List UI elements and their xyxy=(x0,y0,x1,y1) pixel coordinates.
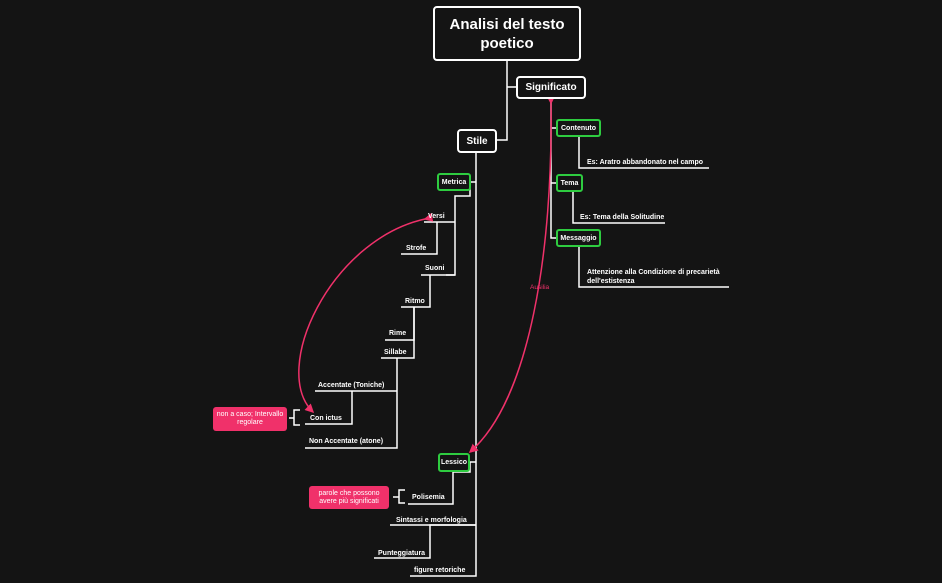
relation-ausilia-label: Ausilia xyxy=(530,284,550,291)
messaggio-label: Messaggio xyxy=(560,234,597,242)
contenuto-node[interactable]: Contenuto xyxy=(556,119,601,137)
relation-ausilia-arrow xyxy=(468,95,556,453)
suoni-item[interactable]: Suoni xyxy=(425,265,445,272)
tema-detail[interactable]: Es: Tema della Solitudine xyxy=(580,214,665,221)
sintassi-item[interactable]: Sintassi e morfologia xyxy=(396,517,467,524)
connector-metrica xyxy=(421,182,471,276)
contenuto-detail[interactable]: Es: Aratro abbandonato nel campo xyxy=(587,159,704,166)
relation-versi-ictus xyxy=(298,212,434,414)
lessico-label: Lessico xyxy=(440,459,468,466)
ritmo-item[interactable]: Ritmo xyxy=(405,298,425,305)
versi-item[interactable]: Versi xyxy=(428,213,445,220)
stile-node[interactable]: Stile xyxy=(457,129,497,153)
con-ictus-item[interactable]: Con ictus xyxy=(310,415,342,422)
strofe-item[interactable]: Strofe xyxy=(406,245,427,252)
polisemia-note[interactable]: parole che possono avere più significati xyxy=(309,486,389,509)
accentate-item[interactable]: Accentate (Toniche) xyxy=(318,382,385,389)
connector-root xyxy=(497,60,508,141)
connector-tema-detail xyxy=(572,191,665,224)
ictus-note[interactable]: non a caso; Intervallo regolare xyxy=(213,407,287,431)
punteggiatura-item[interactable]: Punteggiatura xyxy=(378,550,426,557)
figure-item[interactable]: figure retoriche xyxy=(414,567,466,574)
connector-sillabe-children xyxy=(305,358,398,449)
significato-node[interactable]: Significato xyxy=(516,76,586,99)
connector-contenuto-detail xyxy=(578,136,709,169)
significato-label: Significato xyxy=(525,82,577,93)
metrica-label: Metrica xyxy=(441,178,467,186)
lessico-node[interactable]: Lessico xyxy=(438,453,470,472)
messaggio-detail[interactable]: Attenzione alla Condizione di precarietà… xyxy=(587,269,720,285)
root-label: Analisi del testo poetico xyxy=(449,15,565,52)
connector-lessico xyxy=(408,462,471,505)
messaggio-node[interactable]: Messaggio xyxy=(556,229,601,247)
connector-messaggio-detail xyxy=(578,246,729,288)
ictus-note-text: non a caso; Intervallo regolare xyxy=(216,411,284,426)
stile-label: Stile xyxy=(466,135,488,147)
contenuto-label: Contenuto xyxy=(561,124,596,132)
sillabe-item[interactable]: Sillabe xyxy=(384,349,407,356)
bracket-ictus xyxy=(289,409,300,426)
root-node[interactable]: Analisi del testo poetico xyxy=(433,6,581,61)
polisemia-note-text: parole che possono avere più significati xyxy=(318,489,380,505)
tema-node[interactable]: Tema xyxy=(556,174,583,192)
polisemia-item[interactable]: Polisemia xyxy=(412,494,445,501)
bracket-polisemia xyxy=(393,489,405,504)
metrica-node[interactable]: Metrica xyxy=(437,173,471,191)
rime-item[interactable]: Rime xyxy=(389,330,407,337)
non-accentate-item[interactable]: Non Accentate (atone) xyxy=(309,438,384,445)
tema-label: Tema xyxy=(560,179,579,187)
connector-sintassi xyxy=(374,524,476,559)
